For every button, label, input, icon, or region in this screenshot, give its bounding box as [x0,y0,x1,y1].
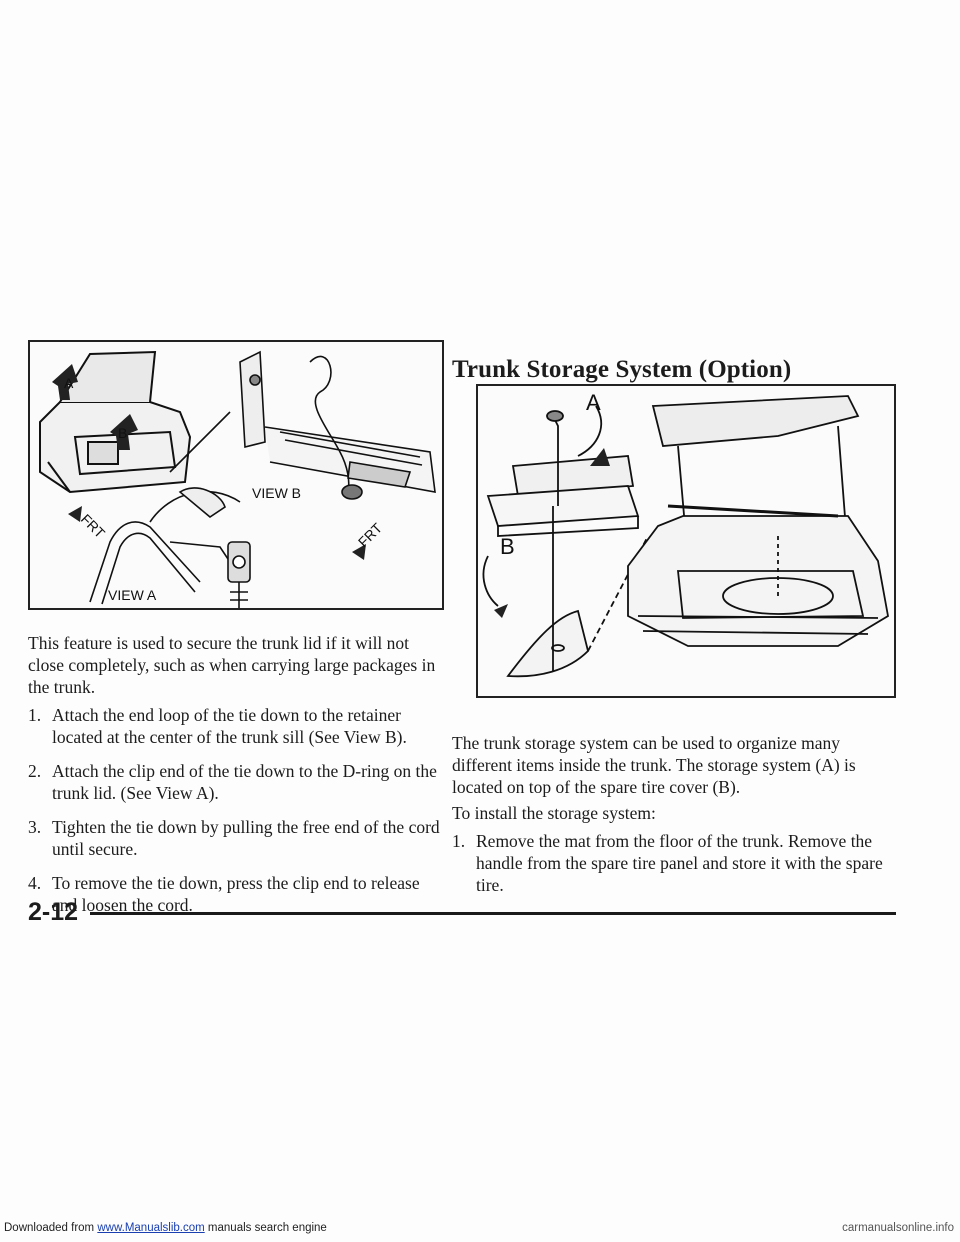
storage-system-figure: A B [476,384,896,698]
frt-arrow-left-icon: FRT [68,506,109,542]
view-a-label: VIEW A [108,587,157,603]
install-steps: 1. Remove the mat from the floor of the … [452,830,892,908]
list-item: 1. Attach the end loop of the tie down t… [28,705,407,747]
callout-a-label: A [586,390,601,415]
svg-text:FRT: FRT [355,519,386,550]
manualslib-link[interactable]: www.Manualslib.com [97,1222,205,1234]
callout-b-label: B [118,425,127,441]
arrow-a-icon [590,448,610,466]
list-item: 3. Tighten the tie down by pulling the f… [28,817,440,859]
storage-system-illustration: A B [482,390,889,678]
footer-suffix: manuals search engine [207,1222,327,1234]
frt-arrow-right-icon: FRT [352,519,386,560]
arrow-b-icon [494,604,508,618]
view-b-detail [169,350,436,500]
footer-rule [90,912,896,915]
tie-down-figure: A B VIEW B FRT FRT [28,340,444,610]
list-item: 2. Attach the clip end of the tie down t… [28,761,437,803]
callout-b-label: B [500,534,515,559]
arrow-a-icon [52,364,78,400]
tie-down-illustration: A B VIEW B FRT FRT [39,350,436,608]
watermark: carmanualsonline.info [842,1222,954,1234]
page-number: 2-12 [28,898,79,926]
install-intro: To install the storage system: [452,803,656,823]
section-heading: Trunk Storage System (Option) [452,356,792,383]
svg-text:FRT: FRT [78,511,109,542]
list-item: 1. Remove the mat from the floor of the … [452,831,883,895]
storage-intro: The trunk storage system can be used to … [452,733,856,797]
tie-down-steps: 1. Attach the end loop of the tie down t… [28,704,446,928]
tie-down-intro: This feature is used to secure the trunk… [28,633,436,697]
view-a-detail [89,487,251,608]
list-item: 4. To remove the tie down, press the cli… [28,873,420,915]
footer-prefix: Downloaded from [4,1222,95,1234]
callout-a-label: A [64,375,74,391]
download-footer: Downloaded from www.Manualslib.com manua… [4,1222,327,1234]
view-b-label: VIEW B [252,485,301,501]
arrow-b-icon [110,414,138,450]
